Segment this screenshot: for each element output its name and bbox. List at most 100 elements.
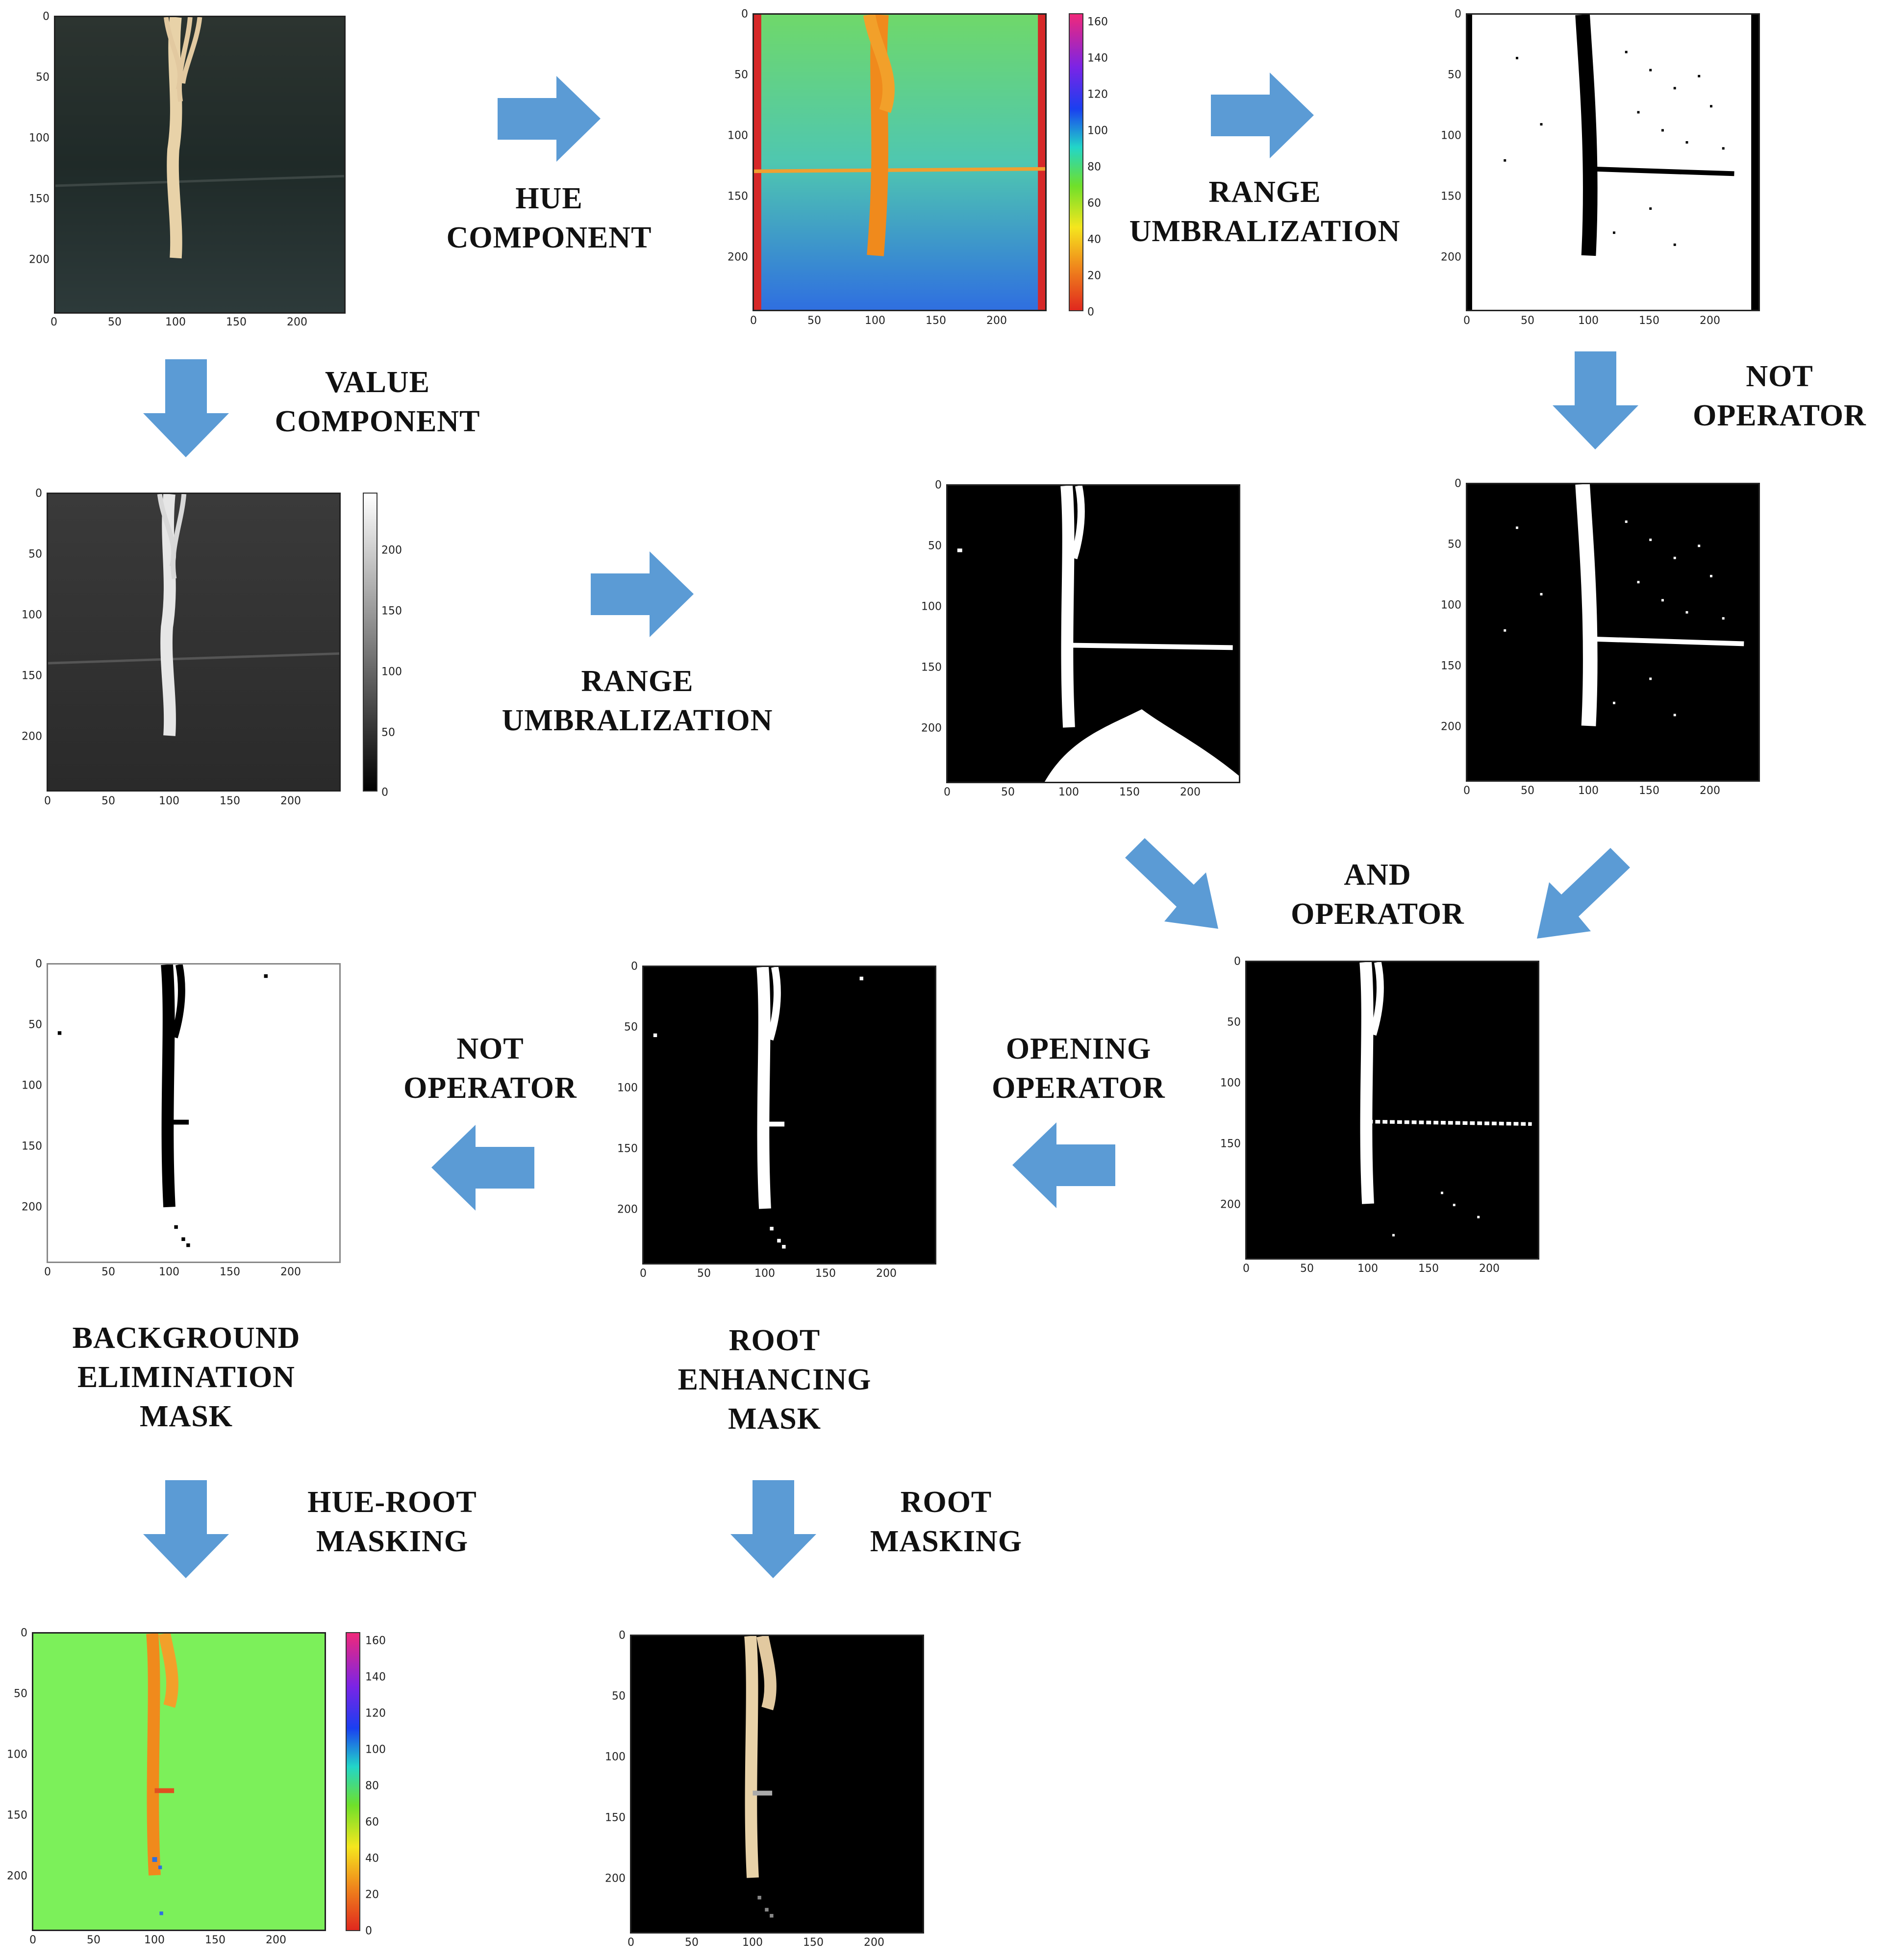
y-tick: 100	[921, 600, 942, 613]
hue-root-masking-image	[32, 1632, 326, 1931]
x-tick: 0	[44, 1266, 51, 1278]
x-tick: 150	[1639, 315, 1659, 327]
x-tick: 50	[1300, 1263, 1314, 1275]
x-tick: 50	[101, 795, 115, 807]
x-tick: 50	[1001, 786, 1015, 798]
value-threshold-image	[946, 484, 1240, 783]
opening-result-image	[642, 966, 936, 1265]
colorbar-tick: 80	[365, 1780, 379, 1792]
colorbar-tick: 50	[381, 726, 395, 739]
y-tick: 150	[1441, 190, 1461, 203]
x-tick: 150	[220, 1266, 240, 1278]
colorbar-tick: 200	[381, 544, 402, 557]
y-tick: 150	[1441, 660, 1461, 672]
x-tick: 0	[44, 795, 51, 807]
colorbar-tick: 60	[1087, 197, 1101, 210]
x-tick: 100	[1578, 785, 1599, 797]
x-tick: 200	[876, 1267, 897, 1280]
x-tick: 100	[165, 316, 186, 328]
y-tick: 100	[22, 1079, 42, 1092]
value-colorbar	[363, 493, 377, 792]
y-tick: 150	[29, 193, 50, 205]
y-tick: 0	[35, 958, 42, 970]
colorbar-tick: 0	[365, 1925, 372, 1937]
x-tick: 200	[287, 316, 307, 328]
colorbar-tick: 140	[1087, 52, 1108, 65]
y-tick: 100	[22, 609, 42, 621]
x-tick: 0	[1243, 1263, 1250, 1275]
y-tick: 100	[617, 1082, 638, 1094]
x-tick: 50	[1521, 785, 1534, 797]
colorbar-tick: 20	[365, 1888, 379, 1901]
x-tick: 150	[803, 1936, 824, 1949]
y-tick: 200	[1441, 720, 1461, 733]
colorbar-tick: 120	[1087, 88, 1108, 101]
root-masking-image	[630, 1635, 924, 1934]
y-tick: 50	[28, 1018, 42, 1031]
y-tick: 200	[22, 1201, 42, 1214]
y-tick: 0	[935, 479, 942, 492]
x-tick: 0	[640, 1267, 647, 1280]
x-tick: 100	[742, 1936, 763, 1949]
y-tick: 0	[741, 8, 748, 21]
y-tick: 50	[734, 69, 748, 81]
y-tick: 100	[605, 1751, 626, 1763]
x-tick: 200	[986, 315, 1007, 327]
x-tick: 100	[865, 315, 885, 327]
y-tick: 100	[1220, 1077, 1241, 1090]
x-tick: 50	[101, 1266, 115, 1278]
arrow-right-icon	[1211, 73, 1314, 158]
y-tick: 100	[1441, 599, 1461, 612]
x-tick: 150	[815, 1267, 836, 1280]
colorbar-tick: 40	[365, 1852, 379, 1865]
colorbar-tick: 20	[1087, 270, 1101, 282]
x-tick: 100	[159, 795, 179, 807]
hue-component-image	[753, 13, 1047, 311]
background-elimination-image	[47, 963, 341, 1263]
y-tick: 200	[22, 730, 42, 743]
x-tick: 200	[1700, 315, 1720, 327]
x-tick: 150	[1639, 785, 1659, 797]
y-tick: 0	[21, 1627, 27, 1639]
y-tick: 0	[35, 487, 42, 500]
x-tick: 50	[87, 1934, 100, 1946]
colorbar-tick: 0	[1087, 306, 1094, 319]
y-tick: 150	[22, 670, 42, 682]
y-tick: 50	[36, 71, 50, 84]
y-tick: 50	[1227, 1016, 1241, 1029]
x-tick: 50	[697, 1267, 711, 1280]
x-tick: 0	[29, 1934, 36, 1946]
y-tick: 50	[1448, 69, 1461, 81]
colorbar-tick: 160	[365, 1635, 386, 1647]
y-tick: 0	[1455, 477, 1461, 490]
x-tick: 200	[1180, 786, 1201, 798]
x-tick: 200	[1479, 1263, 1500, 1275]
y-tick: 200	[1441, 251, 1461, 264]
x-tick: 200	[280, 1266, 301, 1278]
y-tick: 150	[1220, 1138, 1241, 1150]
y-tick: 150	[617, 1142, 638, 1155]
colorbar-tick: 140	[365, 1671, 386, 1684]
hue-threshold-image	[1466, 13, 1760, 311]
y-tick: 150	[22, 1140, 42, 1153]
x-tick: 100	[1058, 786, 1079, 798]
y-tick: 200	[29, 253, 50, 266]
y-tick: 0	[1455, 8, 1461, 21]
x-tick: 200	[1700, 785, 1720, 797]
y-tick: 0	[619, 1629, 626, 1642]
y-tick: 200	[728, 251, 748, 264]
x-tick: 0	[1463, 315, 1470, 327]
not-hue-threshold-image	[1466, 483, 1760, 782]
x-tick: 150	[205, 1934, 226, 1946]
x-tick: 100	[754, 1267, 775, 1280]
original-image	[54, 16, 346, 314]
y-tick: 50	[928, 540, 942, 552]
arrow-down-icon	[143, 359, 229, 457]
x-tick: 150	[1418, 1263, 1439, 1275]
x-tick: 150	[226, 316, 247, 328]
arrow-down-icon	[143, 1480, 229, 1578]
